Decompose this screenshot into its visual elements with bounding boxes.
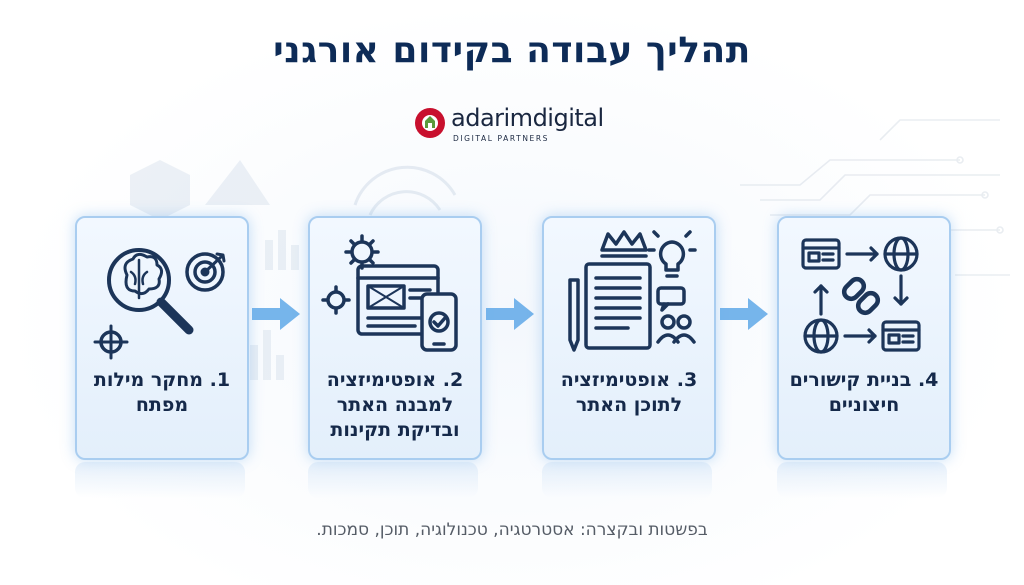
brain-magnifier-target-icon xyxy=(93,248,226,360)
document-crown-lightbulb-icon xyxy=(568,230,697,352)
footer-summary: בפשטות ובקצרה: אסטרטגיה, טכנולוגיה, תוכן… xyxy=(316,520,708,540)
step-label-3: 3. אופטימיזציה לתוכן האתר xyxy=(560,369,698,416)
arrow-right-icon xyxy=(720,298,768,330)
arrow-right-icon xyxy=(486,298,534,330)
arrow-right-icon xyxy=(252,298,300,330)
step-card-site-structure: 2. אופטימיזציה למבנה האתר ובדיקת תקינות xyxy=(308,216,482,460)
step-reflection xyxy=(777,462,947,498)
step-label-4: 4. בניית קישורים חיצוניים xyxy=(789,369,939,416)
step-card-keyword-research: 1. מחקר מילות מפתח xyxy=(75,216,249,460)
link-globe-network-icon xyxy=(801,236,921,354)
step-card-content-optimization: 3. אופטימיזציה לתוכן האתר xyxy=(542,216,716,460)
step-reflection xyxy=(542,462,712,498)
step-label-1: 1. מחקר מילות מפתח xyxy=(93,369,231,416)
logo-wordmark: adarimdigital xyxy=(451,104,604,132)
step-reflection xyxy=(308,462,478,498)
logo-mark-icon xyxy=(415,108,445,138)
step-card-link-building: 4. בניית קישורים חיצוניים xyxy=(777,216,951,460)
website-gears-mobile-icon xyxy=(321,234,458,352)
step-label-2: 2. אופטימיזציה למבנה האתר ובדיקת תקינות xyxy=(326,369,464,441)
page-title: תהליך עבודה בקידום אורגני xyxy=(273,30,751,71)
brand-logo: adarimdigital DIGITAL PARTNERS xyxy=(413,104,623,148)
logo-wordmark-accent: digital xyxy=(532,104,605,132)
step-reflection xyxy=(75,462,245,498)
logo-wordmark-main: adarim xyxy=(451,104,533,132)
logo-subtitle: DIGITAL PARTNERS xyxy=(453,134,550,143)
